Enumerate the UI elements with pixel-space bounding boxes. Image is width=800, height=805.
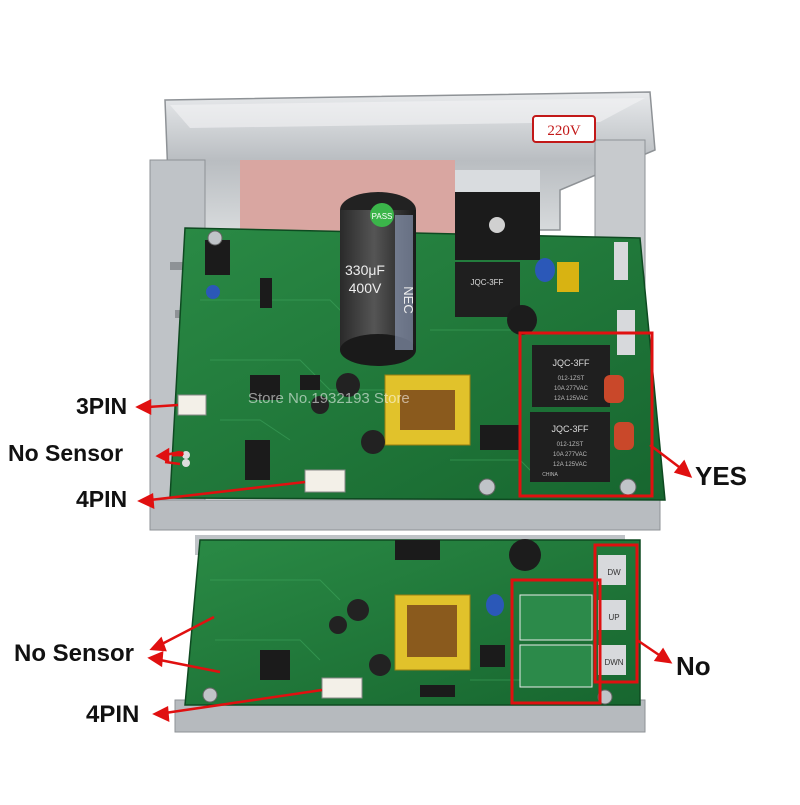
voltage-sticker: 220V: [532, 115, 596, 143]
pad-label-2: UP: [608, 613, 619, 622]
relay-spec-c2: 10A 277VAC: [553, 452, 588, 458]
no-highlight-box-right: [593, 543, 639, 684]
relay-spec-c3: 12A 125VAC: [553, 462, 588, 468]
relay-spec-b3: 12A 125VAC: [554, 396, 589, 402]
pad-label-1: DW: [607, 568, 621, 577]
label-no-sensor-bottom: No Sensor: [14, 640, 135, 667]
pass-sticker-text: PASS: [372, 212, 393, 221]
label-4pin-top: 4PIN: [76, 486, 128, 512]
relay-spec-b2: 10A 277VAC: [554, 386, 589, 392]
capacitor-brand: NEC: [401, 286, 416, 313]
label-3pin-top: 3PIN: [76, 393, 128, 419]
connector-4pin-bottom: [321, 677, 363, 699]
connector-3pin: [177, 394, 207, 416]
relay-model-a: JQC-3FF: [471, 278, 504, 287]
label-no: No: [676, 651, 711, 681]
relay-model-b: JQC-3FF: [553, 358, 591, 368]
relay-model-c: JQC-3FF: [552, 424, 590, 434]
voltage-sticker-text: 220V: [547, 123, 581, 139]
label-yes: YES: [695, 461, 748, 491]
relay-spec-c1: 012-1ZST: [557, 442, 584, 448]
capacitor-value: 330μF: [345, 262, 385, 278]
bottom-pcb: DW UP DWN: [184, 539, 641, 706]
yes-highlight-box: [518, 331, 654, 498]
label-4pin-bottom: 4PIN: [86, 701, 140, 728]
relay-origin: CHINA: [542, 472, 558, 478]
label-no-sensor-top: No Sensor: [8, 440, 124, 466]
no-highlight-box-left: [510, 578, 602, 705]
pad-label-3: DWN: [604, 658, 623, 667]
capacitor-voltage: 400V: [349, 280, 382, 296]
store-watermark: Store No.1932193 Store: [248, 390, 410, 407]
annotation-arrows: [135, 398, 693, 723]
connector-4pin-top: [304, 469, 346, 493]
relay-spec-b1: 012-1ZST: [558, 376, 585, 382]
